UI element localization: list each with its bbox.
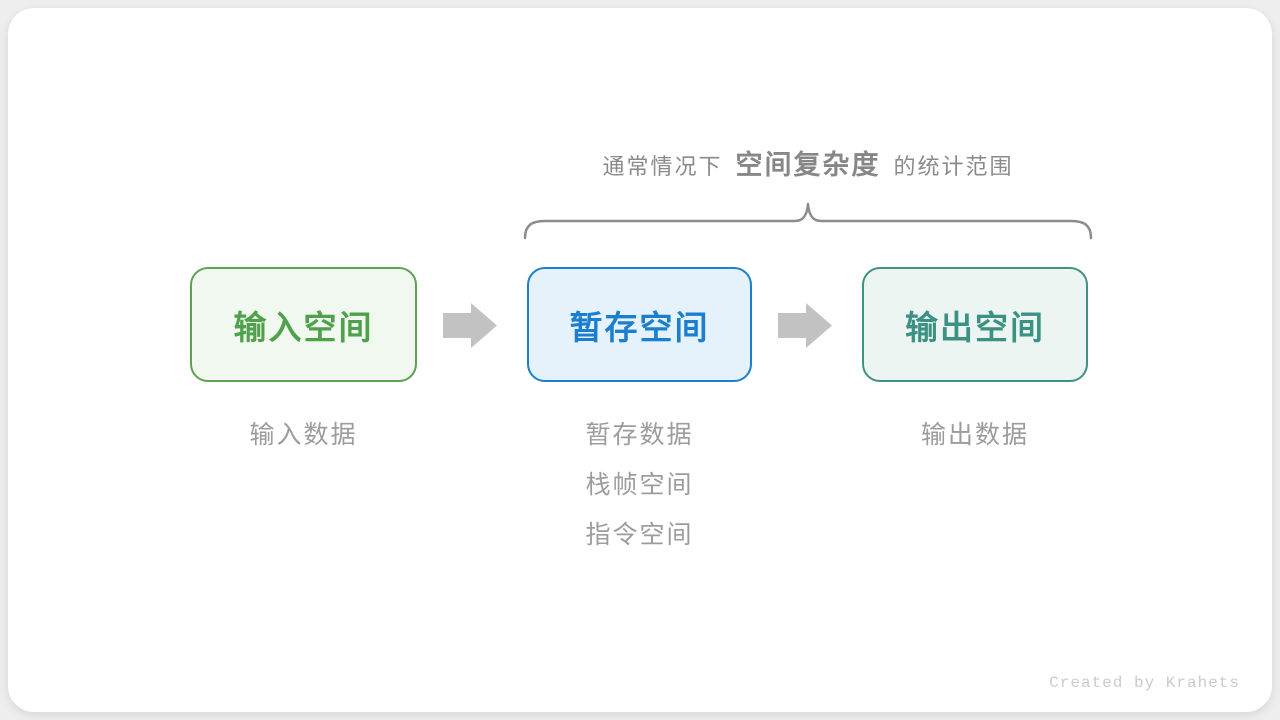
sublabel-input-data: 输入数据 — [249, 421, 358, 449]
caption-prefix: 通常情况下 — [602, 154, 723, 179]
caption-highlight: 空间复杂度 — [735, 150, 881, 180]
node-input-space: 输入空间 — [190, 267, 417, 382]
arrow-right-icon — [778, 303, 832, 348]
credit-text: Created by Krahets — [1049, 674, 1240, 692]
input-space-sublabels: 输入数据 — [190, 422, 417, 448]
sublabel-temp-data: 暂存数据 — [585, 421, 694, 449]
arrow-right-icon — [443, 303, 497, 348]
node-temporary-space-label: 暂存空间 — [569, 308, 710, 346]
output-space-sublabels: 输出数据 — [862, 422, 1088, 448]
sublabel-instruction-space: 指令空间 — [585, 521, 694, 549]
scope-caption: 通常情况下 空间复杂度 的统计范围 — [523, 143, 1093, 183]
node-output-space-label: 输出空间 — [905, 308, 1045, 346]
caption-suffix: 的统计范围 — [893, 154, 1014, 179]
sublabel-output-data: 输出数据 — [920, 421, 1029, 449]
sublabel-stack-frame-space: 栈帧空间 — [585, 471, 694, 499]
node-input-space-label: 输入空间 — [233, 308, 374, 346]
temporary-space-sublabels: 暂存数据 栈帧空间 指令空间 — [527, 422, 752, 548]
curly-brace-icon — [523, 202, 1093, 240]
node-temporary-space: 暂存空间 — [527, 267, 752, 382]
node-output-space: 输出空间 — [862, 267, 1088, 382]
